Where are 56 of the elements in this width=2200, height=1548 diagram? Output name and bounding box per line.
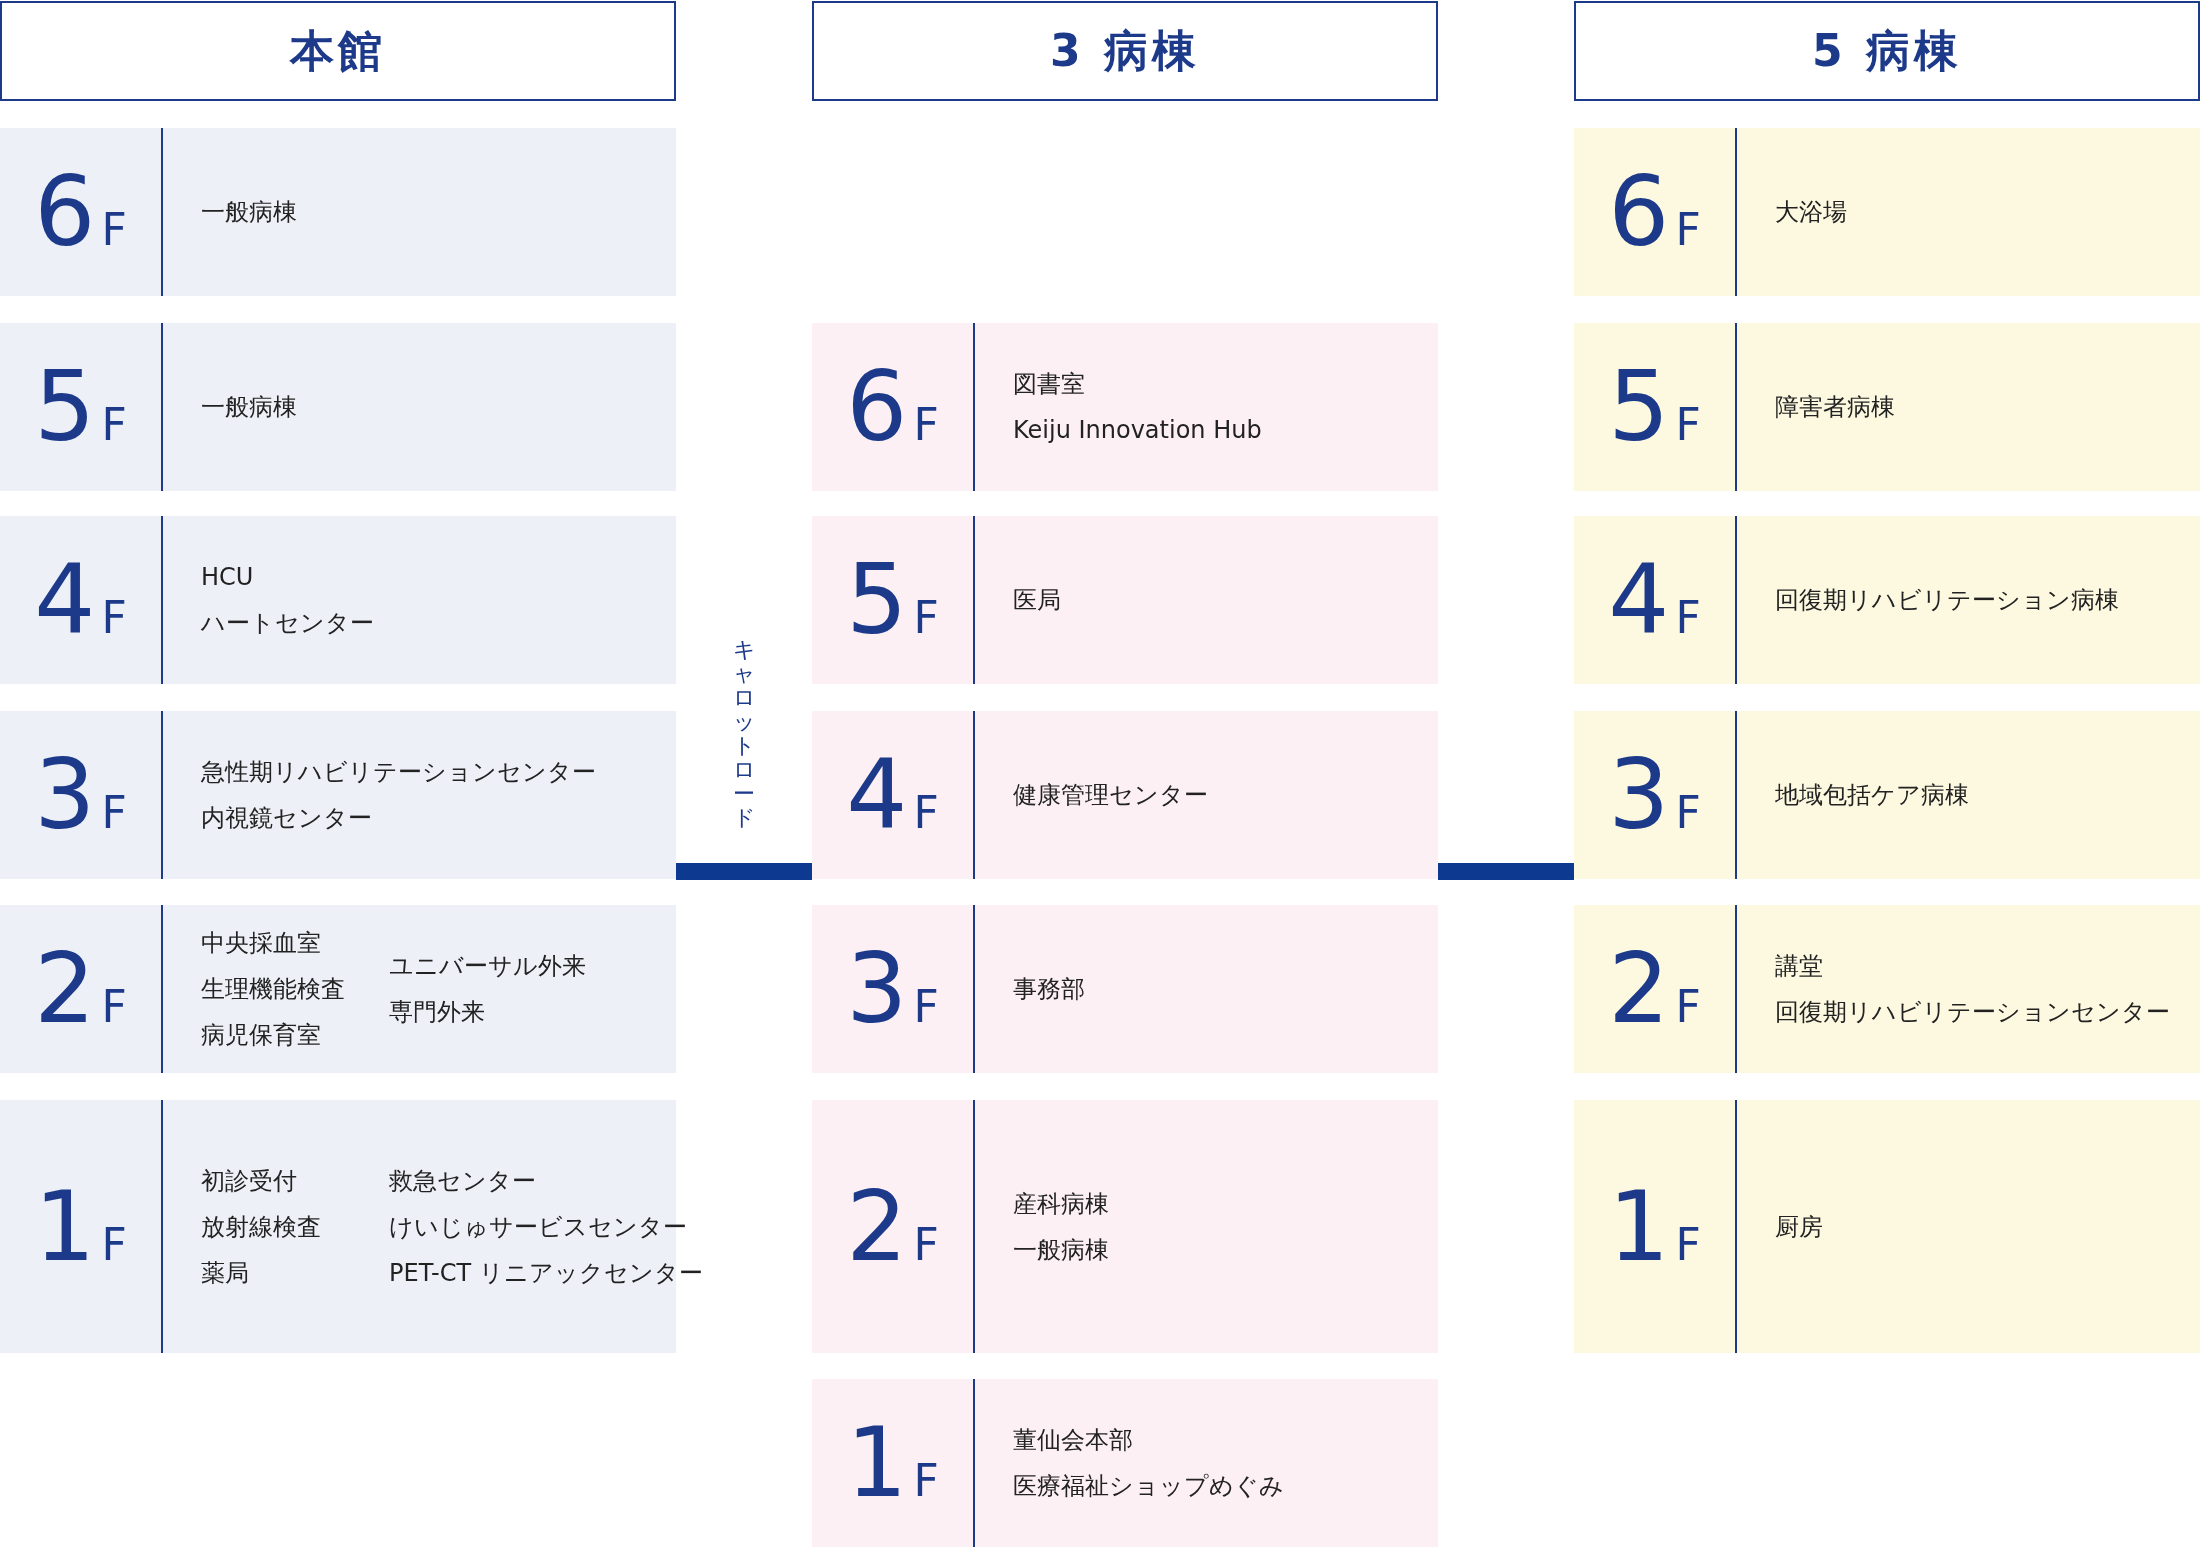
floor-panel [0, 905, 676, 1073]
floor-panel [1574, 516, 2200, 684]
room-name: 初診受付 [201, 1165, 298, 1197]
room-name: PET-CT リニアックセンター [389, 1257, 703, 1289]
room-name: 医局 [1013, 585, 1061, 616]
room-name: 中央採血室 [201, 928, 322, 959]
room-name: 障害者病棟 [1775, 392, 1895, 423]
room-name: 産科病棟 [1013, 1188, 1109, 1220]
floor-panel [0, 516, 676, 684]
floor-panel [1574, 128, 2200, 296]
room-name: HCU [201, 562, 255, 593]
room-name: 内視鏡センター [201, 803, 373, 834]
bridge-bar [676, 863, 812, 880]
room-name: 一般病棟 [1013, 1234, 1109, 1266]
room-name: 放射線検査 [201, 1211, 322, 1243]
floor-panel [812, 711, 1438, 879]
room-name: 回復期リハビリテーション病棟 [1775, 585, 2119, 616]
room-name: 董仙会本部 [1013, 1425, 1134, 1456]
building-heading: 本館 [0, 1, 676, 101]
road-name: キャロットロード [732, 638, 756, 830]
floor-panel [812, 1100, 1438, 1353]
building-heading: 5 病棟 [1574, 1, 2200, 101]
room-name: 救急センター [389, 1165, 537, 1197]
bridge-bar [1438, 863, 1574, 880]
room-name: 大浴場 [1775, 197, 1847, 228]
room-name: 専門外来 [389, 997, 486, 1028]
floor-panel [1574, 323, 2200, 491]
floor-panel [812, 323, 1438, 491]
floor-panel [812, 1379, 1438, 1547]
room-name: 地域包括ケア病棟 [1775, 780, 1969, 811]
floor-panel [812, 516, 1438, 684]
room-name: 一般病棟 [201, 392, 297, 423]
room-name: 回復期リハビリテーションセンター [1775, 997, 2170, 1028]
floor-panel [1574, 905, 2200, 1073]
room-name: 病児保育室 [201, 1020, 322, 1051]
room-name: 一般病棟 [201, 197, 297, 228]
floor-panel [1574, 1100, 2200, 1353]
room-name: 急性期リハビリテーションセンター [201, 757, 596, 788]
floor-panel [812, 905, 1438, 1073]
room-name: けいじゅサービスセンター [389, 1211, 688, 1243]
room-name: 図書室 [1013, 369, 1086, 400]
floor-panel [0, 128, 676, 296]
room-name: 健康管理センター [1013, 780, 1208, 811]
floor-panel [0, 711, 676, 879]
building-heading: 3 病棟 [812, 1, 1438, 101]
room-name: 医療福祉ショップめぐみ [1013, 1471, 1284, 1502]
room-name: 生理機能検査 [201, 974, 346, 1005]
room-name: 事務部 [1013, 974, 1085, 1005]
room-name: Keiju Innovation Hub [1013, 415, 1262, 446]
room-name: 厨房 [1775, 1211, 1823, 1243]
room-name: ユニバーサル外来 [389, 951, 586, 982]
room-name: ハートセンター [201, 608, 374, 639]
floor-panel [0, 323, 676, 491]
room-name: 講堂 [1775, 951, 1824, 982]
room-name: 薬局 [201, 1257, 250, 1289]
floor-panel [1574, 711, 2200, 879]
